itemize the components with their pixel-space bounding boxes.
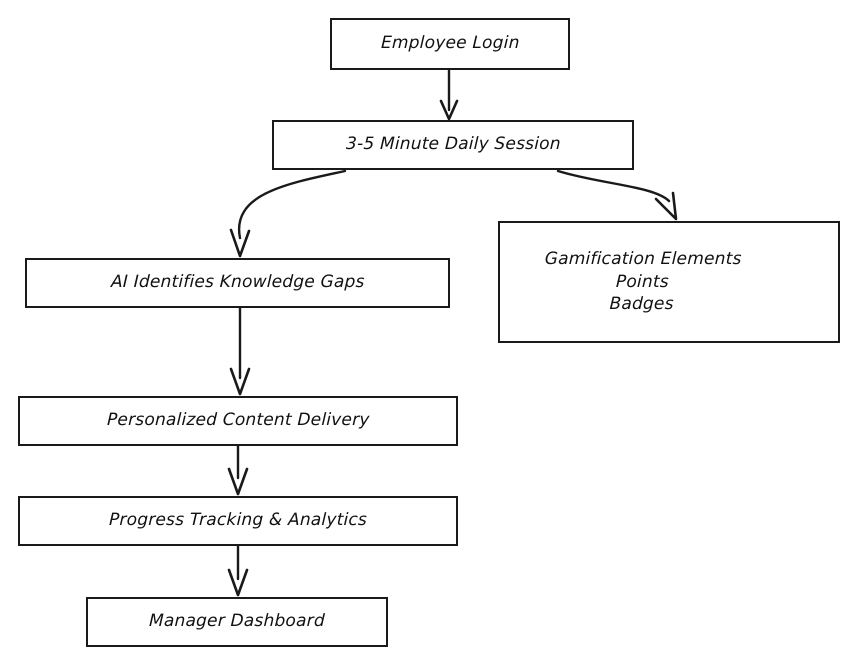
edge-ai-gaps-to-content — [229, 306, 251, 396]
node-progress-tracking-analytics[interactable]: Progress Tracking & Analytics — [18, 496, 458, 546]
node-ai-identifies-knowledge-gaps[interactable]: AI Identifies Knowledge Gaps — [25, 258, 450, 308]
node-gamification-elements[interactable]: Gamification Elements Points Badges — [498, 221, 840, 343]
node-manager-dashboard[interactable]: Manager Dashboard — [86, 597, 388, 647]
node-daily-session-label: 3-5 Minute Daily Session — [345, 134, 561, 155]
node-manager-dashboard-label: Manager Dashboard — [148, 611, 326, 632]
edge-session-to-gamification — [556, 169, 678, 221]
edge-login-to-session — [439, 68, 459, 121]
node-employee-login-label: Employee Login — [380, 33, 520, 54]
node-personalized-content-delivery-label: Personalized Content Delivery — [106, 410, 370, 431]
edge-progress-to-manager — [227, 544, 249, 597]
node-daily-session[interactable]: 3-5 Minute Daily Session — [272, 120, 634, 170]
node-gamification-elements-label: Gamification Elements Points Badges — [544, 249, 742, 315]
node-personalized-content-delivery[interactable]: Personalized Content Delivery — [18, 396, 458, 446]
edge-content-to-progress — [227, 444, 249, 496]
node-progress-tracking-analytics-label: Progress Tracking & Analytics — [108, 510, 368, 531]
node-employee-login[interactable]: Employee Login — [330, 18, 570, 70]
edge-session-to-ai-gaps — [229, 169, 347, 258]
node-ai-identifies-knowledge-gaps-label: AI Identifies Knowledge Gaps — [110, 272, 365, 293]
